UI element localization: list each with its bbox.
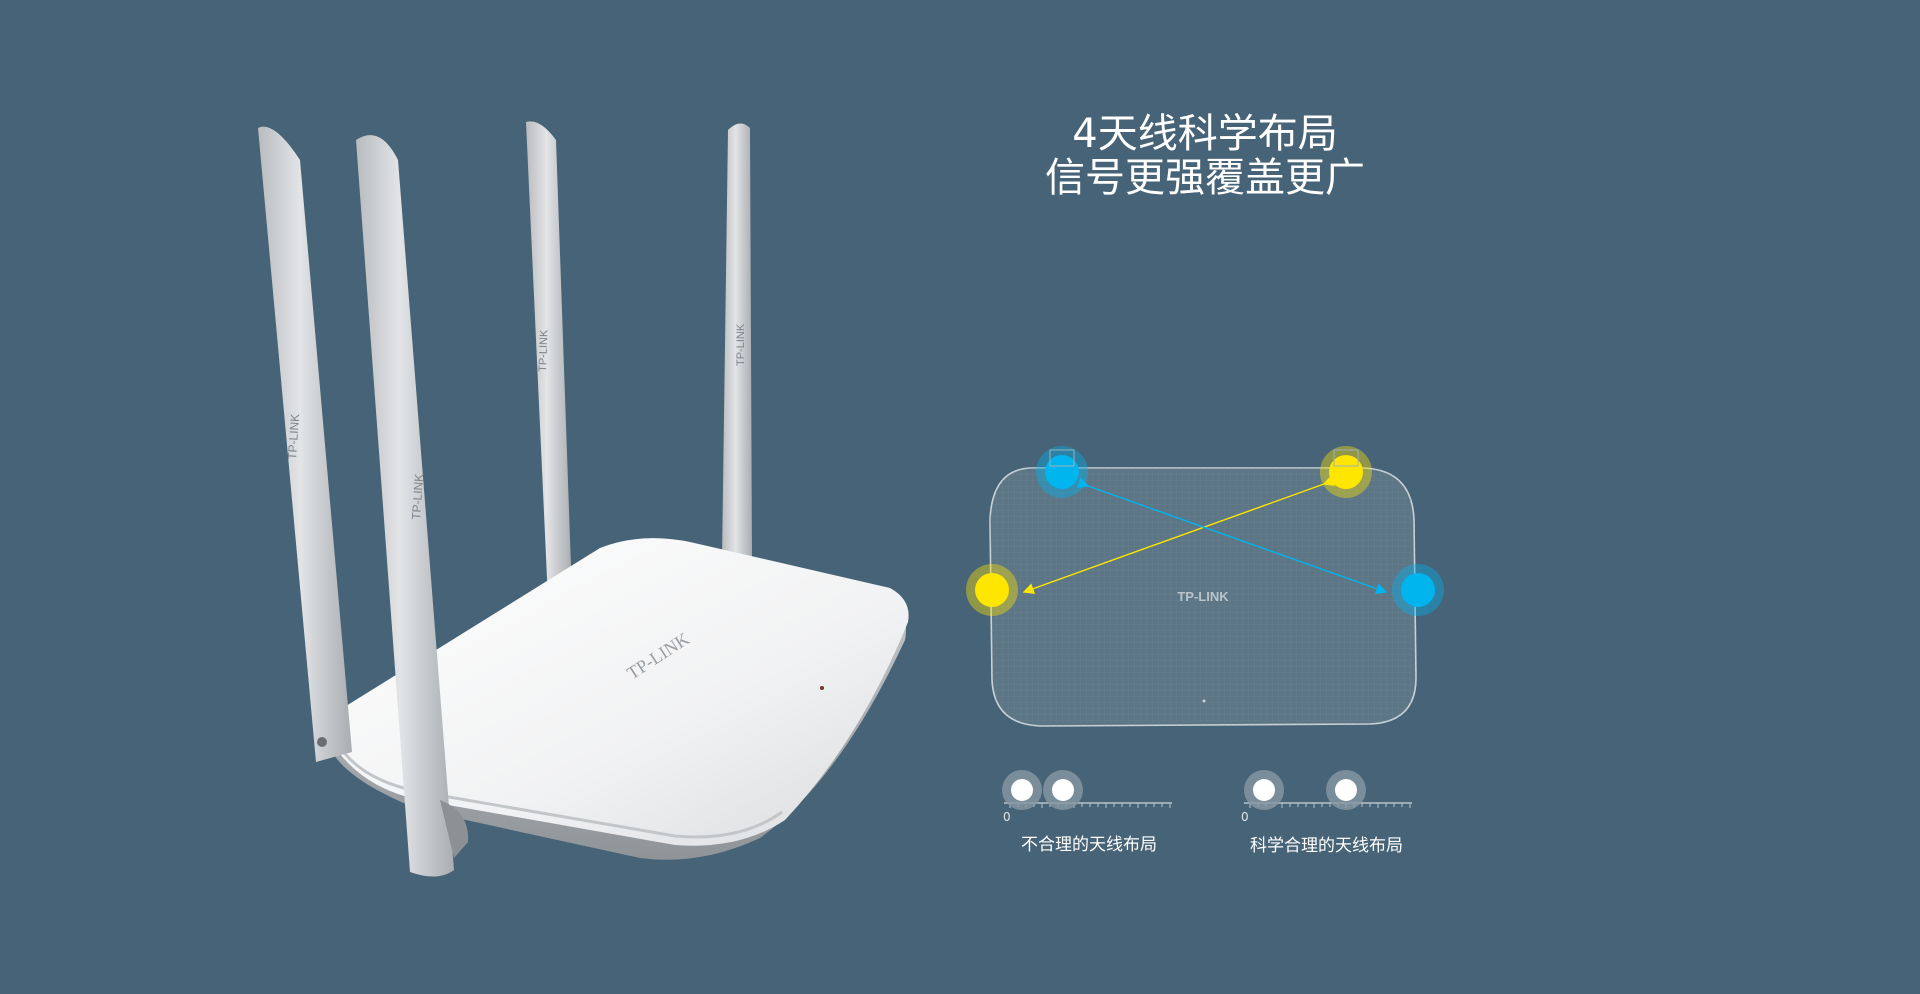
headline-line-2: 信号更强覆盖更广	[1045, 155, 1365, 201]
scale-bad-label: 不合理的天线布局	[1021, 835, 1157, 855]
antenna-yellow-left	[966, 564, 1018, 616]
diagram-logo: TP-LINK	[1177, 589, 1229, 604]
antenna-logo: TP-LINK	[285, 413, 302, 460]
antenna-back-left: TP-LINK	[526, 121, 572, 600]
scale-bad-zero: 0	[1003, 810, 1011, 824]
scale-good-label: 科学合理的天线布局	[1250, 836, 1403, 856]
scale-bad-layout	[1002, 770, 1172, 810]
headline: 4天线科学布局 信号更强覆盖更广	[940, 112, 1470, 200]
router-body: TP-LINK	[327, 538, 909, 860]
antenna-yellow-top-right	[1320, 446, 1372, 498]
antenna-blue-right	[1392, 564, 1444, 616]
status-led	[820, 686, 824, 690]
blue-signal-arrow	[1076, 477, 1388, 594]
router-top-view: TP-LINK	[989, 467, 1417, 727]
antenna-back-right: TP-LINK	[722, 123, 752, 561]
antenna-blue-top-left	[1036, 446, 1088, 498]
antenna-logo: TP-LINK	[409, 473, 426, 520]
scale-good-layout	[1244, 770, 1412, 810]
scale-good-zero: 0	[1241, 810, 1249, 824]
antenna-front-center: TP-LINK	[356, 135, 469, 877]
headline-line-1: 4天线科学布局	[1072, 111, 1338, 157]
antenna-front-left: TP-LINK	[258, 126, 352, 762]
antenna-logo: TP-LINK	[735, 323, 747, 366]
antenna-logo: TP-LINK	[537, 329, 550, 372]
